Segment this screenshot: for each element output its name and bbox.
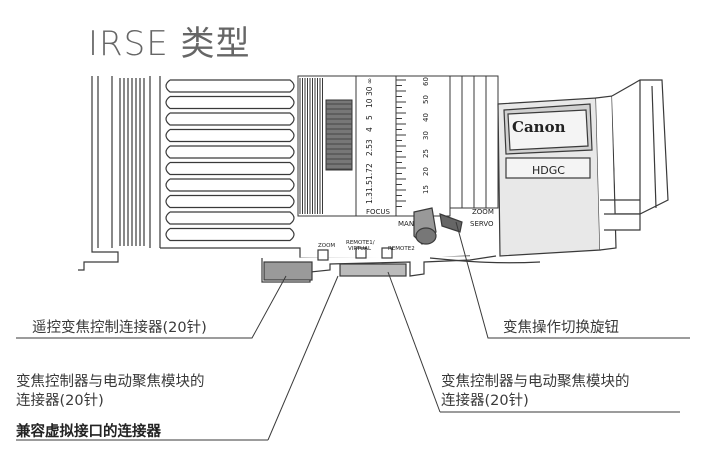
zoom-marking: ZOOM [472, 208, 494, 216]
model-badge: HDGC [532, 164, 565, 177]
focus-scale-label: ∞ [365, 78, 374, 84]
focus-scale-label: 3 [365, 139, 374, 144]
brand-logo: Canon [512, 118, 566, 136]
grip-ridges [119, 78, 295, 246]
callout-right-line1: 变焦控制器与电动聚焦模块的 [441, 374, 630, 390]
focus-scale-label: 4 [365, 127, 374, 132]
grip-pleat [165, 128, 295, 143]
grip-pleat [165, 79, 295, 93]
grip-pleat [165, 112, 295, 126]
callout-left-connector: 变焦控制器与电动聚焦模块的 连接器(20针) [16, 373, 205, 411]
distance-scale-label: 15 [422, 185, 430, 194]
grip-pleat [165, 178, 295, 192]
distance-scale: 60 50 40 30 25 20 15 [422, 77, 430, 194]
servo-marking: SERVO [470, 220, 494, 228]
focus-scale-label: 10 [365, 98, 374, 108]
callout-virtual-note: 兼容虚拟接口的连接器 [16, 424, 161, 440]
focus-scale-label: 30 [365, 86, 374, 96]
focus-scale: ∞ 30 10 5 4 32.5 21.71.51.3 [365, 78, 374, 204]
focus-scale-label: 1.7 [365, 168, 374, 180]
port-remote1-label: REMOTE1/ [346, 240, 375, 246]
zoom-ring [449, 75, 499, 209]
leader-lines [16, 221, 690, 441]
focus-ring [297, 75, 451, 217]
distance-scale-label: 30 [422, 131, 430, 140]
servo-switch-knob[interactable] [413, 207, 463, 245]
focus-scale-label: 1.5 [365, 180, 374, 192]
port-virtual-label: VIRTUAL [348, 246, 372, 252]
distance-scale-label: 20 [422, 167, 430, 176]
man-marking: MAN [398, 220, 414, 228]
connector-housing [261, 247, 541, 283]
grip-pleat [165, 211, 295, 225]
focus-scale-label: 2 [365, 163, 374, 168]
callout-right-connector: 变焦控制器与电动聚焦模块的 连接器(20针) [441, 373, 630, 411]
focus-marking: FOCUS [366, 208, 391, 216]
distance-scale-label: 50 [422, 95, 430, 104]
distance-scale-label: 60 [422, 77, 430, 86]
focus-scale-label: 5 [365, 115, 374, 120]
callout-right-line2: 连接器(20针) [441, 393, 529, 409]
port-zoom-label: ZOOM [318, 243, 335, 249]
grip-pleat [165, 145, 295, 159]
callout-left-line2: 连接器(20针) [16, 393, 104, 409]
servo-unit [497, 79, 669, 257]
focus-scale-label: 1.3 [365, 192, 374, 204]
grip-pleat [165, 161, 295, 176]
port-remote2-label: REMOTE2 [388, 246, 415, 252]
grip-pleat [165, 194, 295, 209]
callout-servo-switch: 变焦操作切换旋钮 [503, 320, 619, 336]
page-title: IRSE 类型 [88, 24, 251, 64]
grip-pleat [165, 95, 295, 110]
focus-scale-label: 2.5 [365, 144, 374, 156]
callout-left-line1: 变焦控制器与电动聚焦模块的 [16, 374, 205, 390]
callout-remote-connector: 遥控变焦控制连接器(20针) [32, 320, 207, 336]
distance-scale-label: 40 [422, 113, 430, 122]
distance-scale-label: 25 [422, 149, 430, 158]
grip-pleat [165, 227, 295, 242]
